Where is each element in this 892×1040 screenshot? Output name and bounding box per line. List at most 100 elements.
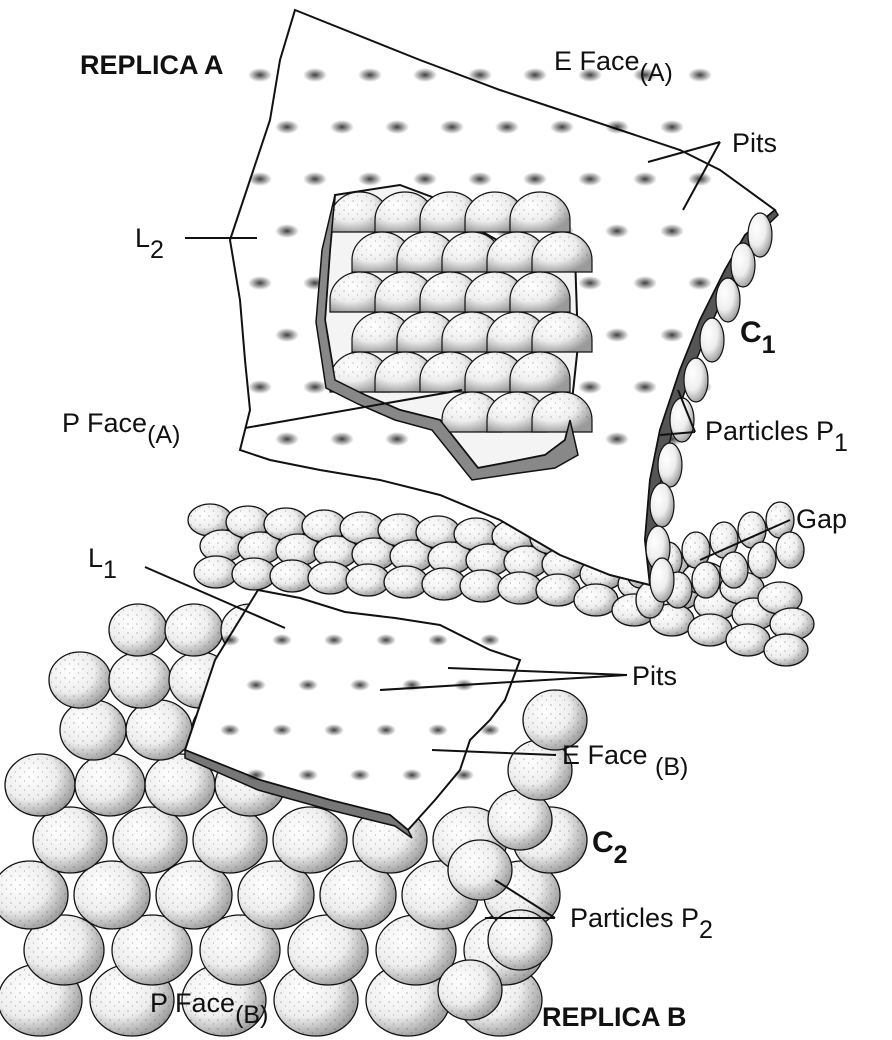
p-face-b-particle — [193, 807, 267, 873]
e-face-a-pit — [578, 380, 602, 394]
p-face-b-particle — [49, 652, 111, 708]
e-face-a-pit — [660, 328, 684, 342]
p-face-a-sub: (A) — [147, 421, 180, 449]
c1-edge-particle — [684, 358, 708, 402]
e-face-b-pit — [298, 679, 318, 691]
e-face-a-sub: (A) — [640, 59, 673, 87]
e-face-a-pit — [605, 120, 629, 134]
e-face-a-pit — [413, 172, 437, 186]
c1-edge-particle — [716, 278, 740, 322]
e-face-b-pit — [324, 724, 344, 736]
e-face-a-pit — [303, 380, 327, 394]
p-face-b-particle — [126, 700, 192, 760]
e-face-b-sub: (B) — [655, 753, 688, 781]
particles-p1-sub: 1 — [834, 429, 848, 457]
e-face-a-pit — [358, 68, 382, 82]
c2-label: C2 — [592, 828, 628, 858]
p-face-b-particle — [5, 754, 75, 816]
p-face-b-particle — [165, 604, 223, 656]
ridge-particle — [574, 584, 618, 616]
ridge-particle — [776, 532, 804, 568]
e-face-a-pit — [523, 172, 547, 186]
replica-a-label: REPLICA A — [80, 52, 224, 79]
e-face-b-pit — [324, 634, 344, 646]
e-face-a-pit — [248, 276, 272, 290]
e-face-a-pit — [440, 120, 464, 134]
c1-main: C — [740, 316, 762, 349]
p-face-b-particle — [60, 700, 126, 760]
e-face-a-pit — [330, 120, 354, 134]
particles-p2-main: Particles P — [570, 903, 699, 933]
ridge-particle — [422, 568, 466, 600]
ridge-particle — [536, 574, 580, 606]
e-face-a-pit — [688, 68, 712, 82]
c2-sub: 2 — [614, 841, 628, 869]
particles-p1-label: Particles P1 — [705, 418, 848, 445]
ridge-particle — [748, 542, 776, 578]
e-face-a-pit — [468, 68, 492, 82]
e-face-a-pit — [605, 432, 629, 446]
e-face-a-pit — [385, 432, 409, 446]
ridge-particle — [498, 572, 542, 604]
p-face-b-particle — [438, 960, 502, 1020]
e-face-a-pit — [275, 224, 299, 238]
e-face-a-pit — [578, 276, 602, 290]
ridge-particle — [308, 562, 352, 594]
replica-b-label: REPLICA B — [542, 1004, 687, 1031]
e-face-b-pit — [350, 679, 370, 691]
e-face-b-pit — [402, 769, 422, 781]
ridge-particle — [764, 634, 808, 666]
ridge-particle — [692, 562, 720, 598]
p-face-b-particle — [109, 652, 171, 708]
c2-main: C — [592, 826, 614, 859]
ridge-particle — [460, 570, 504, 602]
l2-label: L2 — [135, 225, 164, 252]
e-face-b-pit — [454, 769, 474, 781]
ridge-particle — [726, 624, 770, 656]
e-face-b-pit — [220, 724, 240, 736]
p-face-b-label: P Face(B) — [150, 990, 268, 1017]
e-face-b-pit — [272, 634, 292, 646]
e-face-a-pit — [523, 68, 547, 82]
e-face-a-pit — [633, 380, 657, 394]
e-face-a-pit — [330, 432, 354, 446]
e-face-a-pit — [605, 328, 629, 342]
e-face-a-pit — [275, 328, 299, 342]
pits-bottom-label: Pits — [632, 663, 677, 690]
e-face-a-pit — [550, 120, 574, 134]
e-face-b-pit — [272, 724, 292, 736]
l2-main: L — [135, 223, 150, 253]
ridge-particle — [384, 566, 428, 598]
e-face-a-pit — [633, 276, 657, 290]
c1-sub: 1 — [762, 331, 776, 359]
e-face-a-pit — [358, 172, 382, 186]
ridge-particle — [346, 564, 390, 596]
p-face-b-main: P Face — [150, 988, 235, 1018]
e-face-b-pit — [376, 634, 396, 646]
e-face-b-pit — [298, 769, 318, 781]
e-face-b-pit — [350, 769, 370, 781]
e-face-b-pit — [376, 724, 396, 736]
ridge-particle — [270, 560, 314, 592]
p-face-b-particle — [109, 604, 167, 656]
e-face-b-pit — [480, 634, 500, 646]
e-face-a-pit — [248, 172, 272, 186]
e-face-a-pit — [413, 68, 437, 82]
e-face-a-pit — [633, 172, 657, 186]
ridge-particle — [194, 556, 238, 588]
e-face-a-pit — [385, 120, 409, 134]
pits-top-label: Pits — [732, 130, 777, 157]
e-face-a-pit — [578, 172, 602, 186]
e-face-a-pit — [468, 172, 492, 186]
c1-edge-particle — [650, 483, 674, 527]
p-face-a-main: P Face — [62, 408, 147, 438]
p-face-b-particle — [75, 754, 145, 816]
e-face-a-pit — [495, 120, 519, 134]
particles-p1-main: Particles P — [705, 416, 834, 446]
ridge-particle — [232, 558, 276, 590]
l1-sub: 1 — [103, 556, 117, 584]
e-face-a-pit — [303, 68, 327, 82]
l2-sub: 2 — [150, 236, 164, 264]
p-face-b-sub: (B) — [235, 1001, 268, 1029]
